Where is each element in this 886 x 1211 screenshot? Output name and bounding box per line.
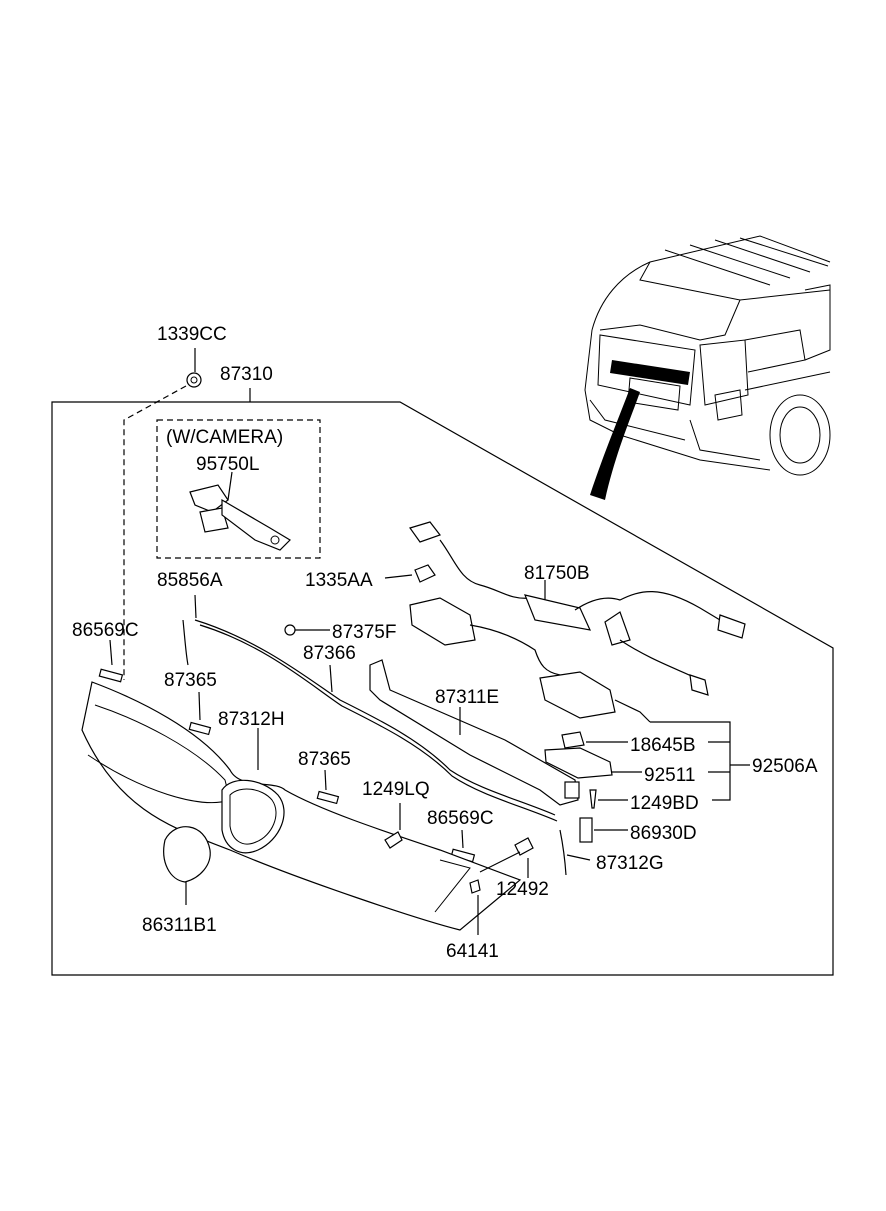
label-64141: 64141	[446, 941, 499, 962]
vehicle-rear-illustration	[584, 235, 831, 500]
rear-camera-95750L	[189, 471, 291, 551]
label-86569C-b: 86569C	[427, 808, 494, 829]
label-87365-a: 87365	[164, 670, 217, 691]
label-1249LQ: 1249LQ	[362, 779, 430, 800]
label-86930D: 86930D	[630, 823, 697, 844]
label-87310: 87310	[220, 364, 273, 385]
tape-87365-a	[188, 721, 212, 736]
label-18645B: 18645B	[630, 735, 696, 756]
bracket-87311E	[369, 659, 580, 806]
license-plate-garnish-highlight	[610, 360, 690, 385]
bracket-92506A-leaders	[650, 721, 750, 801]
label-87365-b: 87365	[298, 749, 351, 770]
label-85856A: 85856A	[157, 570, 223, 591]
label-87366: 87366	[303, 643, 356, 664]
label-81750B: 81750B	[524, 563, 590, 584]
label-95750L: 95750L	[196, 454, 259, 475]
tape-87365-b	[316, 790, 340, 805]
leader-87312G	[566, 854, 591, 861]
label-86569C-a: 86569C	[72, 620, 139, 641]
screw-1249BD	[589, 789, 628, 809]
label-12492: 12492	[496, 879, 549, 900]
label-92511: 92511	[644, 765, 695, 786]
label-87312G: 87312G	[596, 853, 664, 874]
label-1339CC: 1339CC	[157, 324, 227, 345]
label-87375F: 87375F	[332, 622, 396, 643]
label-92506A: 92506A	[752, 756, 818, 777]
wiring-harness-81750B	[409, 521, 746, 696]
location-pointer-arrow	[590, 388, 640, 500]
pin-64141	[469, 879, 481, 935]
assembly-frame	[51, 401, 834, 976]
screw-1249LQ	[384, 803, 403, 849]
nut-1339CC	[123, 348, 202, 680]
tape-86569C-a	[98, 668, 124, 683]
lamp-92511	[544, 747, 642, 779]
screw-87375F	[284, 624, 330, 636]
label-87312H: 87312H	[218, 709, 285, 730]
camera-option-box	[156, 419, 321, 559]
camera-option-label: (W/CAMERA)	[166, 427, 283, 448]
license-lamp-assemblies	[409, 597, 651, 723]
bolt-12492	[479, 837, 534, 878]
clip-1335AA	[384, 564, 436, 583]
garnish-molding-85856A	[182, 594, 567, 876]
label-1335AA: 1335AA	[305, 570, 373, 591]
bracket-86930D	[579, 817, 628, 843]
bulb-18645B	[561, 731, 628, 749]
label-86311B1: 86311B1	[142, 915, 217, 936]
label-87311E: 87311E	[435, 687, 499, 708]
emblem-86311B1	[163, 826, 211, 905]
label-1249BD: 1249BD	[630, 793, 699, 814]
